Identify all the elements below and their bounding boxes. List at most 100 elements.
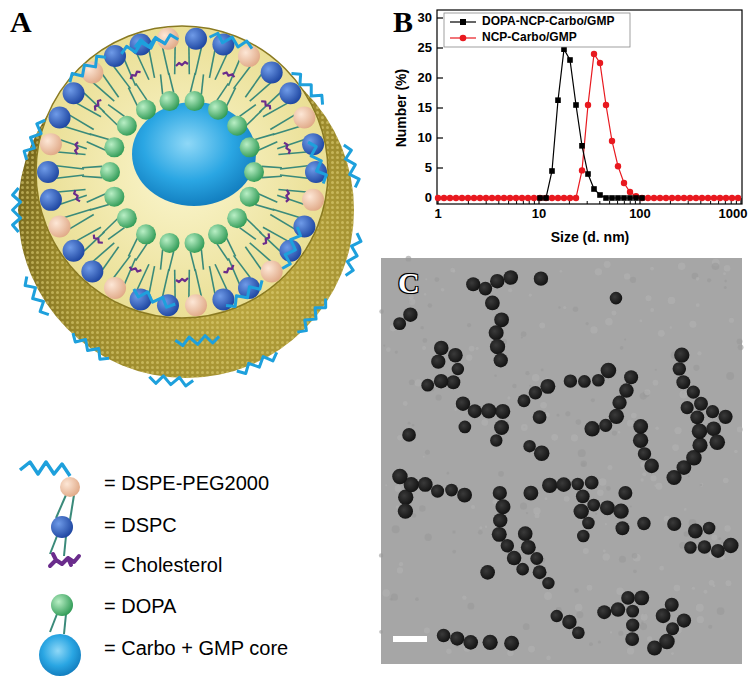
- nanoparticle-dot: [692, 423, 708, 439]
- grain: [603, 553, 610, 560]
- series-marker: [687, 195, 693, 201]
- grain: [574, 588, 579, 593]
- grain: [434, 277, 439, 282]
- grain: [639, 319, 642, 322]
- x-minor-tick: [670, 201, 671, 204]
- grain: [688, 475, 690, 477]
- peg-chain: [22, 276, 51, 318]
- lipid-head: [40, 189, 62, 211]
- nanoparticle-dot: [584, 421, 599, 436]
- series-marker: [585, 171, 591, 177]
- lipid-head: [261, 261, 283, 283]
- legend-text: = DOPA: [104, 595, 176, 618]
- grain: [587, 585, 593, 591]
- dopa-head: [227, 208, 247, 228]
- lipid-tail: [58, 152, 86, 155]
- grain: [419, 505, 425, 511]
- grain: [397, 435, 402, 440]
- lipid-head: [63, 240, 85, 262]
- lipid-tail: [240, 228, 256, 240]
- lipid-tail: [70, 215, 94, 229]
- cholesterol: [73, 190, 80, 203]
- grain: [640, 623, 647, 630]
- nanoparticle-dot: [576, 489, 590, 503]
- grain: [544, 592, 552, 600]
- series-marker: [627, 195, 633, 201]
- peg-chain: [21, 118, 47, 161]
- grain: [599, 478, 607, 486]
- grain: [450, 268, 455, 273]
- lipid-tail: [82, 176, 102, 177]
- nanoparticle-dot: [578, 375, 591, 388]
- grain: [729, 318, 734, 323]
- nanoparticle-dot: [613, 503, 628, 518]
- scale-bar: [393, 636, 427, 642]
- nanoparticle-dot: [618, 486, 632, 500]
- grain: [521, 424, 528, 431]
- lipid-tail: [280, 166, 308, 169]
- grain: [598, 640, 601, 643]
- grain: [420, 326, 423, 329]
- series-marker: [441, 195, 447, 201]
- series-marker: [633, 195, 639, 201]
- series-marker: [549, 168, 555, 174]
- series-marker: [483, 195, 489, 201]
- series-marker: [669, 195, 675, 201]
- nanoparticle-dot: [600, 500, 615, 515]
- series-marker: [477, 195, 483, 201]
- nanoparticle-dot: [706, 421, 721, 436]
- x-minor-tick: [609, 201, 610, 204]
- lipid-tail: [277, 140, 304, 149]
- nanoparticle-dot: [647, 640, 662, 655]
- peg-chain: [13, 188, 21, 232]
- lipid-tail: [128, 88, 137, 106]
- grain: [395, 485, 402, 492]
- peg-chain: [132, 287, 176, 310]
- lipid-tail: [259, 142, 277, 150]
- series-marker: [567, 195, 573, 201]
- y-tick: [437, 137, 443, 138]
- peg-chain: [70, 331, 111, 363]
- grain: [697, 616, 704, 623]
- grain: [521, 331, 527, 337]
- x-minor-tick: [523, 201, 524, 204]
- nanoparticle-dot: [448, 348, 463, 363]
- series-marker: [453, 195, 459, 201]
- dopa-head: [136, 224, 156, 244]
- grain: [485, 525, 487, 527]
- grain: [428, 303, 432, 307]
- nanoparticle-dot: [656, 608, 671, 623]
- nanoparticle-dot: [572, 626, 585, 639]
- peg-chain: [132, 287, 176, 310]
- cholesterol: [176, 62, 188, 66]
- x-minor-tick: [498, 201, 499, 204]
- lipid-tail: [169, 73, 174, 93]
- series-marker: [513, 195, 519, 201]
- cholesterol: [284, 190, 291, 203]
- grain: [734, 450, 738, 454]
- lipid-tail: [149, 50, 154, 78]
- grain: [529, 385, 531, 387]
- grain: [520, 503, 527, 510]
- grain: [469, 346, 475, 352]
- x-minor-tick: [635, 201, 636, 204]
- grain: [395, 351, 398, 354]
- nanoparticle-dot: [516, 563, 529, 576]
- nanoparticle-dot: [673, 362, 686, 375]
- tem-micrograph: [379, 256, 744, 664]
- series-marker: [735, 195, 741, 201]
- nanoparticle-dot: [485, 296, 500, 311]
- series-marker: [597, 60, 603, 66]
- grain: [385, 484, 387, 486]
- grain: [659, 566, 664, 571]
- grain: [551, 434, 558, 441]
- lipid-tail: [103, 219, 118, 233]
- lipid-head: [81, 261, 103, 283]
- grain: [650, 267, 654, 271]
- nanoparticle-dot: [684, 541, 697, 554]
- grain: [595, 513, 597, 515]
- series-marker: [519, 195, 525, 201]
- lipid-tail: [93, 243, 114, 261]
- x-minor-tick: [725, 201, 726, 204]
